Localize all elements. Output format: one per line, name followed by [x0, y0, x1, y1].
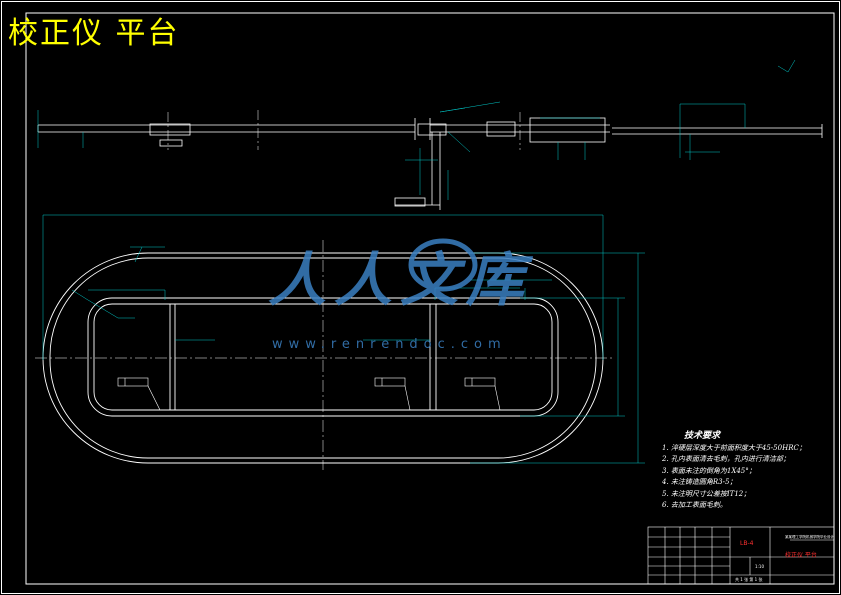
plan-centerlines: [35, 240, 612, 470]
watermark-text: 人人文库: [268, 246, 534, 314]
tech-item-4: 4. 未注铸造圆角R3-5；: [662, 478, 737, 486]
section-centerlines: [167, 110, 521, 150]
tech-heading: 技术要求: [684, 431, 721, 441]
tech-item-6: 6. 去加工表面毛刺。: [662, 501, 727, 509]
watermark-url: www.renrendoc.com: [272, 337, 507, 352]
page-title: 校正仪 平台: [8, 16, 180, 51]
datum-boxes: [117, 377, 501, 411]
tech-item-5: 5. 未注明尺寸公差按IT12；: [662, 489, 751, 498]
tech-requirements: 技术要求 1. 淬硬层深度大于前面积度大于45-50HRC； 2. 孔内表面清去…: [662, 431, 806, 512]
inner-border: [25, 12, 835, 585]
watermark: 人人文库 www.renrendoc.com: [268, 238, 534, 352]
drawing-name: 校正仪 平台: [785, 551, 817, 559]
school-name: 某某理工学院机械学院毕业设计: [785, 534, 834, 539]
section-dimensions: [37, 59, 796, 200]
section-view: [37, 117, 823, 210]
red-code: LB-4: [740, 540, 754, 547]
plan-dimensions: [42, 214, 645, 464]
tech-item-3: 3. 表面未注的倒角为1X45°；: [662, 466, 756, 475]
tech-item-2: 2. 孔内表面清去毛刺，孔内进行清洁部；: [662, 455, 790, 463]
sheet-info: 共 1 张 第 1 张: [735, 576, 762, 582]
tech-item-1: 1. 淬硬层深度大于前面积度大于45-50HRC；: [662, 443, 806, 452]
title-block: [647, 526, 835, 585]
scale: 1:10: [755, 564, 764, 569]
